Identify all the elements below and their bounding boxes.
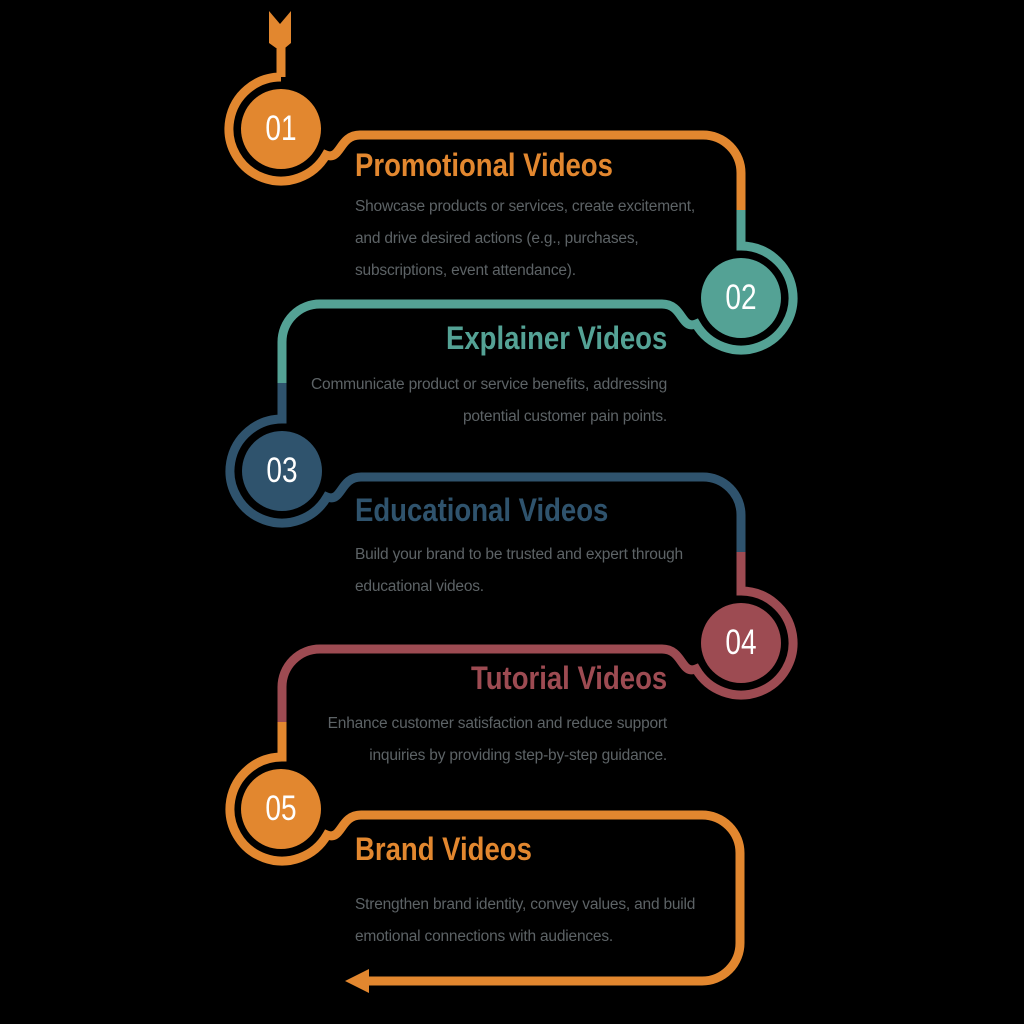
section-title-explainer-videos: Explainer Videos [445,320,667,356]
section-title-promotional-videos: Promotional Videos [355,147,613,183]
connector-segment-3 [225,383,746,552]
section-title-educational-videos: Educational Videos [355,492,609,528]
connector-segment-1 [224,44,746,210]
node-circle-04 [701,603,781,683]
connector-segment-2 [277,210,798,383]
node-number-03: 03 [266,451,298,490]
node-number-05: 05 [265,789,297,828]
node-number-04: 04 [725,623,757,662]
node-number-02: 02 [725,278,757,317]
node-circle-01 [241,89,321,169]
section-description-brand-videos: Strengthen brand identity, convey values… [355,896,696,945]
node-circle-03 [242,431,322,511]
section-title-tutorial-videos: Tutorial Videos [470,660,667,696]
node-number-01: 01 [265,109,297,148]
section-description-tutorial-videos: Enhance customer satisfaction and reduce… [327,715,668,764]
section-description-educational-videos: Build your brand to be trusted and exper… [355,546,683,595]
connector-segment-5 [225,722,745,986]
node-circle-05 [241,769,321,849]
arrow-head-left-icon [345,969,369,993]
section-description-explainer-videos: Communicate product or service benefits,… [311,376,667,425]
section-description-promotional-videos: Showcase products or services, create ex… [355,198,695,279]
connector-segment-4 [277,552,798,722]
node-circle-02 [701,258,781,338]
arrow-fletching-icon [269,11,291,48]
section-title-brand-videos: Brand Videos [355,831,532,867]
